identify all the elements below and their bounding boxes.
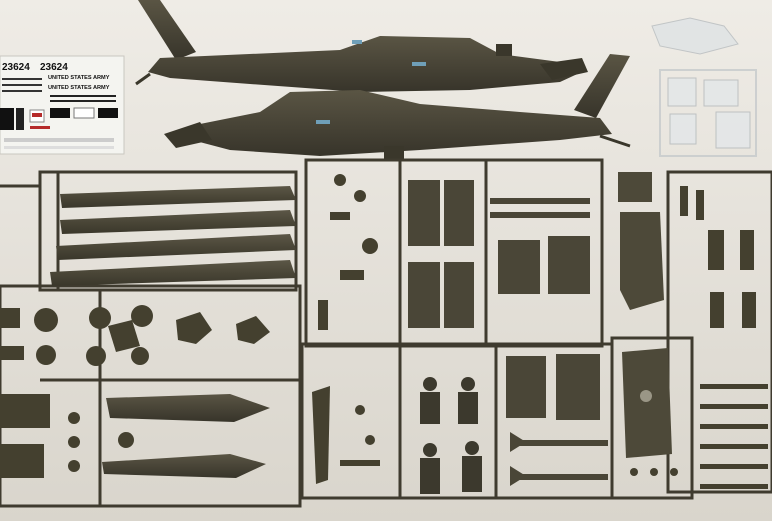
decal-serial-right: 23624 [40, 62, 68, 73]
cockpit-tub [618, 172, 672, 458]
missiles [490, 198, 608, 486]
cockpit-panels [408, 180, 600, 420]
clear-parts-sprue [651, 17, 757, 157]
sprue-center [300, 158, 614, 500]
small-left-parts [0, 305, 270, 478]
sprue-left [0, 170, 302, 508]
decal-army-text-1: UNITED STATES ARMY [48, 75, 110, 81]
decal-army-text-2: UNITED STATES ARMY [48, 85, 110, 91]
fuselage-half-lower [164, 54, 631, 160]
rotor-blades [50, 186, 296, 286]
decal-serial-left: 23624 [2, 62, 30, 73]
decal-sheet: 23624 23624 UNITED STATES ARMY UNITED ST… [0, 55, 125, 155]
weapon-pods-left [102, 394, 270, 478]
fuselage-half-upper [135, 0, 588, 92]
sprue-right [610, 170, 772, 500]
pilot-figures [420, 377, 482, 494]
small-center-parts [312, 174, 380, 484]
small-right-parts [630, 186, 768, 489]
